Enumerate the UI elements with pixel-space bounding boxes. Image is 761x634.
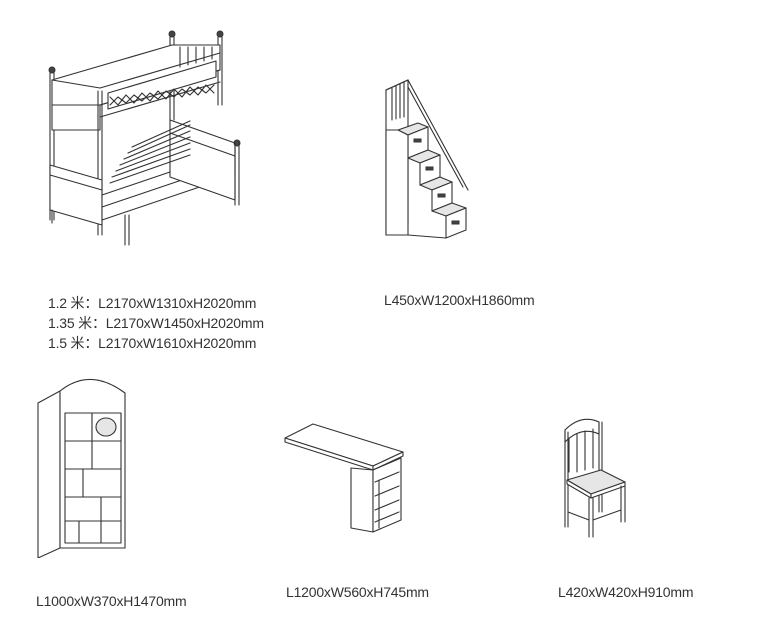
chair-illustration bbox=[555, 412, 635, 542]
bookshelf-dimensions: L1000xW370xH1470mm bbox=[36, 591, 187, 611]
stair-cabinet-dimensions: L450xW1200xH1860mm bbox=[384, 290, 535, 310]
bunk-bed-dimension-2: 1.35 米：L2170xW1450xH2020mm bbox=[48, 315, 264, 331]
bunk-bed-dimension-3: 1.5 米：L2170xW1610xH2020mm bbox=[48, 335, 257, 351]
stair-cabinet-dimension: L450xW1200xH1860mm bbox=[384, 292, 535, 308]
bunk-bed-dimension-1: 1.2 米：L2170xW1310xH2020mm bbox=[48, 295, 257, 311]
desk-illustration bbox=[283, 420, 408, 540]
bunk-bed-illustration bbox=[40, 25, 250, 250]
desk-dimensions: L1200xW560xH745mm bbox=[286, 582, 429, 602]
bookshelf-illustration bbox=[35, 373, 135, 558]
bookshelf-dimension: L1000xW370xH1470mm bbox=[36, 593, 187, 609]
desk-dimension: L1200xW560xH745mm bbox=[286, 584, 429, 600]
chair-dimension: L420xW420xH910mm bbox=[558, 584, 694, 600]
bunk-bed-dimensions: 1.2 米：L2170xW1310xH2020mm 1.35 米：L2170xW… bbox=[48, 293, 264, 353]
chair-dimensions: L420xW420xH910mm bbox=[558, 582, 694, 602]
stair-cabinet-illustration bbox=[378, 75, 478, 250]
